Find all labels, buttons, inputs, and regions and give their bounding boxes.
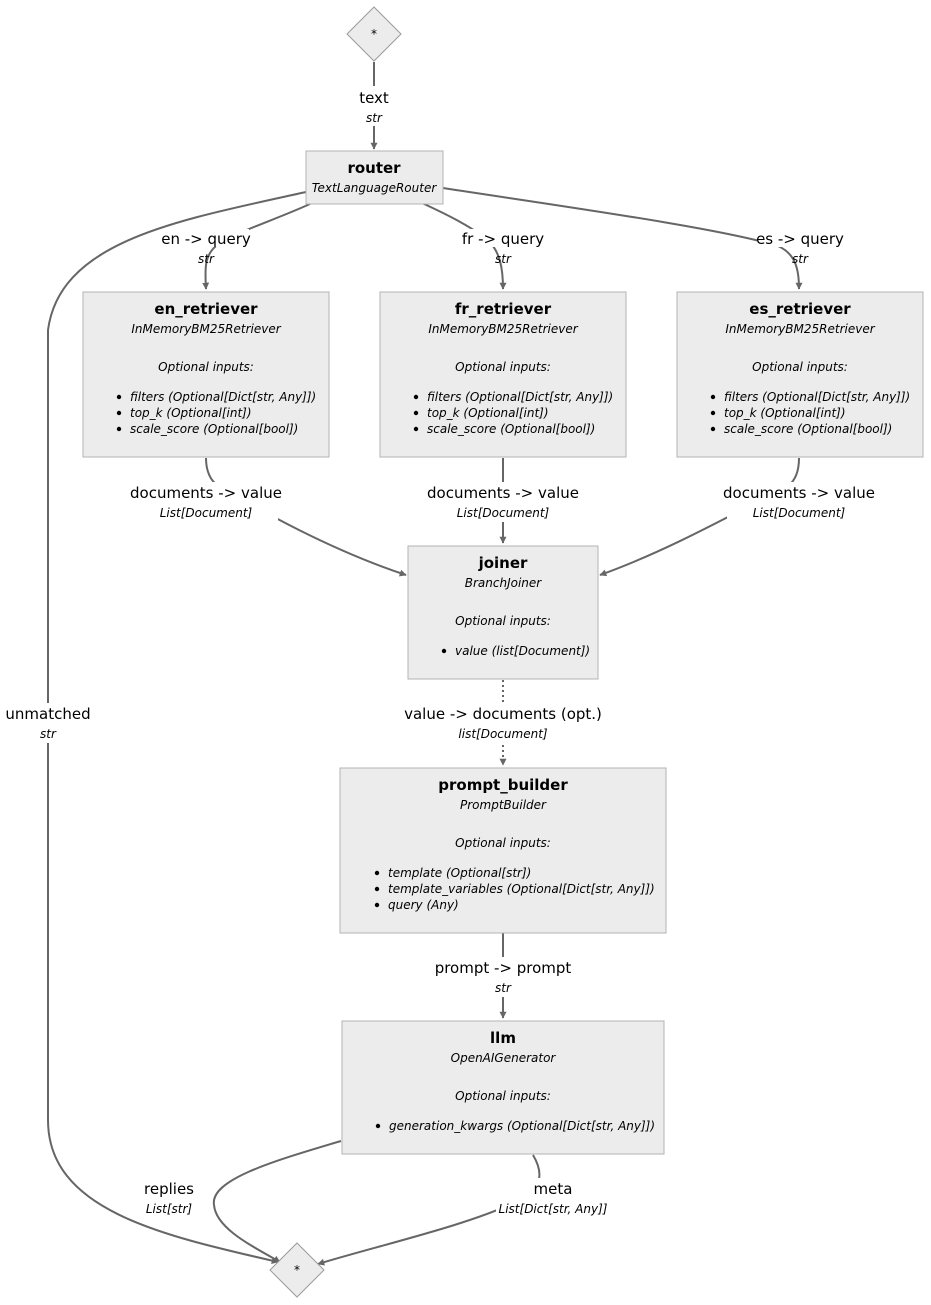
node-title: es_retriever bbox=[749, 300, 851, 318]
node-title: fr_retriever bbox=[455, 300, 552, 318]
node-title: prompt_builder bbox=[438, 776, 568, 794]
node-prompt-builder[interactable]: prompt_builder PromptBuilder Optional in… bbox=[339, 767, 667, 934]
optional-input-item: template (Optional[str]) bbox=[388, 866, 531, 880]
optional-inputs-header: Optional inputs: bbox=[455, 360, 551, 374]
edge-type: str bbox=[366, 111, 383, 125]
end-label: * bbox=[294, 1263, 300, 1277]
edge-type: str bbox=[198, 252, 215, 266]
optional-input-item: filters (Optional[Dict[str, Any]]) bbox=[130, 390, 316, 404]
node-title: llm bbox=[490, 1029, 516, 1047]
node-type: InMemoryBM25Retriever bbox=[725, 322, 875, 336]
edge-label: unmatched bbox=[5, 705, 90, 723]
node-title: en_retriever bbox=[154, 300, 258, 318]
edge-label-en-docs: documents -> value List[Document] bbox=[130, 482, 282, 522]
node-title: router bbox=[347, 159, 401, 177]
edge-label: value -> documents (opt.) bbox=[404, 705, 602, 723]
edge-label-en-query: en -> query str bbox=[161, 229, 251, 266]
optional-input-item: top_k (Optional[int]) bbox=[130, 406, 252, 420]
optional-inputs-header: Optional inputs: bbox=[455, 836, 551, 850]
edge-label: es -> query bbox=[756, 230, 844, 248]
edge-type: List[Document] bbox=[753, 506, 846, 520]
node-title: joiner bbox=[478, 554, 528, 572]
node-type: PromptBuilder bbox=[460, 798, 547, 812]
edge-label-fr-docs: documents -> value List[Document] bbox=[427, 482, 579, 522]
edge-type: list[Document] bbox=[458, 727, 547, 741]
node-fr-retriever[interactable]: fr_retriever InMemoryBM25Retriever Optio… bbox=[379, 291, 627, 458]
edge-label-meta: meta List[Dict[str, Any]] bbox=[496, 1178, 610, 1218]
start-label: * bbox=[371, 27, 377, 41]
edge-type: List[Document] bbox=[160, 506, 253, 520]
optional-inputs-header: Optional inputs: bbox=[752, 360, 848, 374]
edge-replies bbox=[212, 1140, 342, 1263]
edge-type: List[str] bbox=[146, 1202, 193, 1216]
edge-label: prompt -> prompt bbox=[435, 959, 572, 977]
edge-type: str bbox=[495, 252, 512, 266]
optional-input-item: filters (Optional[Dict[str, Any]]) bbox=[724, 390, 910, 404]
optional-input-item: template_variables (Optional[Dict[str, A… bbox=[388, 882, 655, 896]
optional-input-item: top_k (Optional[int]) bbox=[724, 406, 846, 420]
edge-type: str bbox=[40, 727, 57, 741]
edge-label: text bbox=[359, 89, 389, 107]
optional-input-item: filters (Optional[Dict[str, Any]]) bbox=[427, 390, 613, 404]
node-type: InMemoryBM25Retriever bbox=[131, 322, 281, 336]
edge-label: en -> query bbox=[161, 230, 251, 248]
edge-type: List[Document] bbox=[457, 506, 550, 520]
edge-label: documents -> value bbox=[427, 484, 579, 502]
optional-input-item: value (list[Document]) bbox=[455, 644, 590, 658]
edge-label-prompt: prompt -> prompt str bbox=[435, 957, 572, 997]
edge-label-es-docs: documents -> value List[Document] bbox=[723, 482, 875, 522]
edge-type: List[Dict[str, Any]] bbox=[499, 1202, 608, 1216]
edge-label-joiner-value: value -> documents (opt.) list[Document] bbox=[404, 703, 602, 743]
end-node[interactable]: * bbox=[269, 1242, 325, 1298]
edge-labels: text str en -> query str fr -> query str… bbox=[5, 86, 875, 1218]
edge-label: fr -> query bbox=[462, 230, 544, 248]
edge-label: meta bbox=[534, 1180, 573, 1198]
node-type: BranchJoiner bbox=[465, 576, 543, 590]
start-node[interactable]: * bbox=[346, 6, 402, 62]
optional-inputs-header: Optional inputs: bbox=[158, 360, 254, 374]
optional-inputs-header: Optional inputs: bbox=[455, 1089, 551, 1103]
node-type: TextLanguageRouter bbox=[312, 181, 438, 195]
node-es-retriever[interactable]: es_retriever InMemoryBM25Retriever Optio… bbox=[676, 291, 924, 458]
edge-type: str bbox=[495, 981, 512, 995]
node-router[interactable]: router TextLanguageRouter bbox=[305, 150, 444, 205]
optional-input-item: scale_score (Optional[bool]) bbox=[724, 422, 892, 436]
edge-label: replies bbox=[144, 1180, 194, 1198]
optional-input-item: scale_score (Optional[bool]) bbox=[130, 422, 298, 436]
node-en-retriever[interactable]: en_retriever InMemoryBM25Retriever Optio… bbox=[82, 291, 330, 458]
node-llm[interactable]: llm OpenAIGenerator Optional inputs: gen… bbox=[341, 1020, 665, 1155]
edge-label-fr-query: fr -> query str bbox=[462, 229, 544, 266]
node-type: OpenAIGenerator bbox=[451, 1051, 557, 1065]
edge-label-unmatched: unmatched str bbox=[5, 703, 91, 743]
optional-input-item: scale_score (Optional[bool]) bbox=[427, 422, 595, 436]
edge-label: documents -> value bbox=[130, 484, 282, 502]
optional-inputs-header: Optional inputs: bbox=[455, 614, 551, 628]
optional-input-item: generation_kwargs (Optional[Dict[str, An… bbox=[389, 1119, 655, 1133]
optional-input-item: query (Any) bbox=[388, 898, 459, 912]
node-joiner[interactable]: joiner BranchJoiner Optional inputs: val… bbox=[407, 545, 599, 680]
edge-label-text: text str bbox=[355, 86, 393, 126]
node-type: InMemoryBM25Retriever bbox=[428, 322, 578, 336]
optional-input-item: top_k (Optional[int]) bbox=[427, 406, 549, 420]
edge-label-replies: replies List[str] bbox=[140, 1178, 198, 1218]
edge-es-query bbox=[442, 187, 803, 290]
edge-label: documents -> value bbox=[723, 484, 875, 502]
edge-type: str bbox=[792, 252, 809, 266]
edge-label-es-query: es -> query str bbox=[756, 229, 844, 266]
